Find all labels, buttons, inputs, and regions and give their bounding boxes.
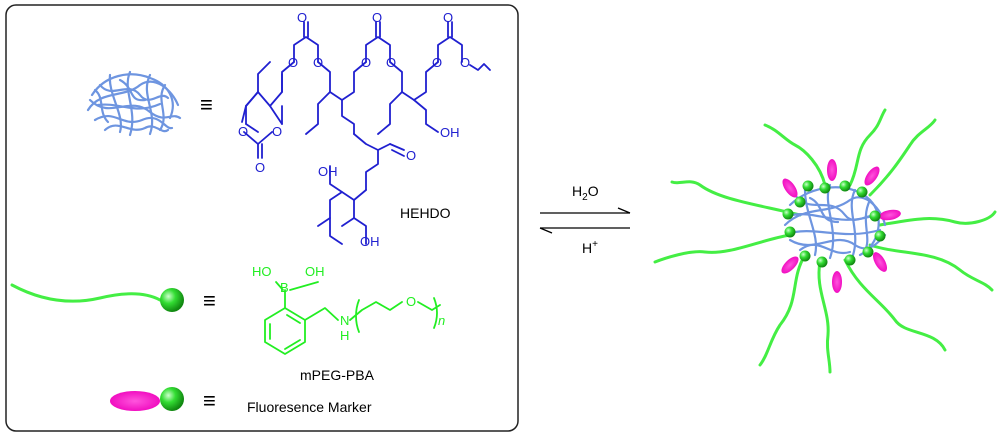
atom-o: O: [386, 55, 396, 70]
atom-h: H: [340, 328, 349, 343]
atom-oh: OH: [360, 234, 380, 249]
pba-beads: [782, 180, 886, 268]
boronic-bonds: [275, 281, 319, 291]
mpeg-pba-label: mPEG-PBA: [300, 367, 375, 383]
atom-o: O: [313, 55, 323, 70]
marker-bead-icon: [160, 387, 184, 411]
hehdo-structure: [241, 21, 491, 245]
equilibrium-arrows: [539, 207, 631, 234]
atom-o: O: [272, 124, 282, 139]
subscript-n: n: [438, 313, 445, 328]
atom-oh: OH: [440, 125, 460, 140]
mpeg-pba-atom-labels: HO OH B N H O n: [252, 264, 445, 343]
atom-n: N: [340, 313, 349, 328]
atom-oh: OH: [318, 164, 338, 179]
atom-o: O: [288, 55, 298, 70]
peg-chain-icon: [10, 283, 162, 303]
atom-o: O: [443, 10, 453, 25]
equiv-sign-1: ≡: [200, 92, 213, 117]
mpeg-pba-structure: [264, 289, 441, 355]
hehdo-atom-labels: O O O O O O O O O O O O O OH OH OH: [238, 10, 470, 249]
atom-o: O: [406, 148, 416, 163]
atom-ho: HO: [252, 264, 272, 279]
fluorescence-markers: [781, 159, 901, 293]
atom-o: O: [432, 55, 442, 70]
forward-condition: H2O: [572, 183, 599, 203]
equiv-sign-3: ≡: [203, 388, 216, 413]
fluorescence-marker-label: Fluoresence Marker: [247, 399, 372, 415]
peg-corona: [653, 108, 997, 374]
micelle-assembly: [653, 108, 997, 374]
atom-o: O: [238, 124, 248, 139]
equiv-sign-2: ≡: [203, 288, 216, 313]
atom-o: O: [406, 294, 416, 309]
atom-o: O: [460, 55, 470, 70]
atom-b: B: [280, 280, 289, 295]
atom-o: O: [361, 55, 371, 70]
hehdo-label: HEHDO: [400, 205, 451, 221]
marker-ellipse-icon: [110, 391, 160, 411]
polymer-network-icon: [86, 70, 182, 137]
atom-o: O: [255, 160, 265, 175]
pba-bead-icon: [160, 288, 184, 312]
atom-o: O: [297, 10, 307, 25]
reverse-condition: H+: [582, 239, 598, 256]
atom-o: O: [372, 10, 382, 25]
atom-oh: OH: [305, 264, 325, 279]
